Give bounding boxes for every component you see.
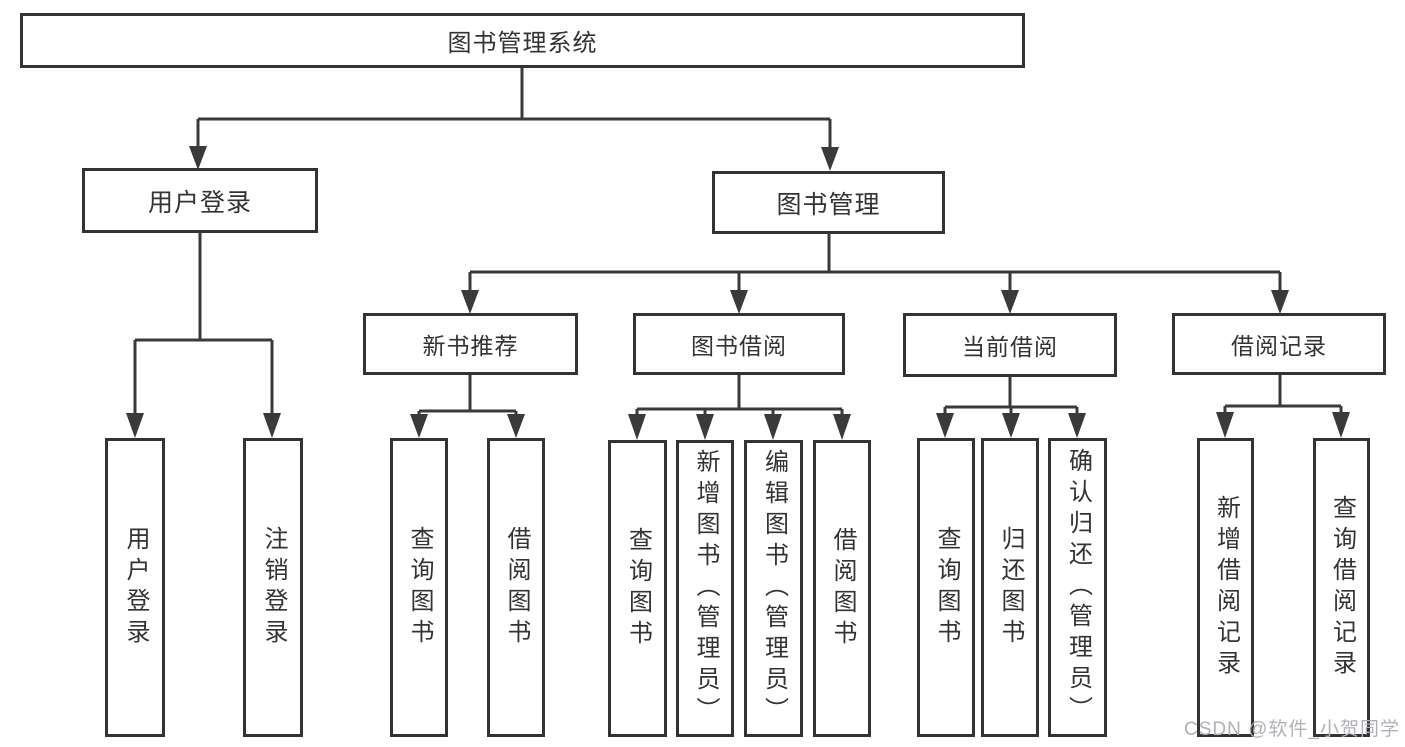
leaf-label: 新增图书（管理员）	[692, 449, 719, 728]
node-label: 新书推荐	[422, 333, 519, 359]
leaf-label: 查询图书	[406, 525, 433, 650]
leaf-label: 编辑图书（管理员）	[760, 449, 788, 728]
node-borrow-records: 借阅记录	[1172, 313, 1386, 375]
leaf-query-books-recommend: 查询图书	[390, 438, 448, 737]
leaf-label: 新增借阅记录	[1212, 494, 1240, 681]
leaf-borrow-books-recommend: 借阅图书	[487, 438, 545, 737]
node-current-borrow: 当前借阅	[903, 313, 1117, 377]
leaf-label: 查询图书	[624, 526, 652, 651]
node-book-management-branch: 图书管理	[712, 171, 945, 234]
node-label: 图书管理	[776, 190, 881, 219]
node-new-book-recommend: 新书推荐	[363, 313, 578, 375]
leaf-add-book-admin: 新增图书（管理员）	[676, 440, 734, 737]
csdn-watermark: CSDN @软件_小贺同学	[1184, 719, 1400, 740]
node-label: 当前借阅	[962, 334, 1058, 360]
leaf-query-books-borrow: 查询图书	[608, 440, 667, 737]
node-label: 用户登录	[147, 188, 252, 217]
leaf-edit-book-admin: 编辑图书（管理员）	[744, 440, 803, 737]
leaf-label: 查询借阅记录	[1328, 494, 1356, 681]
leaf-user-login: 用户登录	[105, 438, 165, 737]
leaf-label: 归还图书	[997, 525, 1024, 650]
node-label: 借阅记录	[1231, 333, 1327, 359]
leaf-query-borrow-record: 查询借阅记录	[1313, 438, 1370, 737]
leaf-confirm-return-admin: 确认归还（管理员）	[1048, 438, 1107, 737]
node-root-label: 图书管理系统	[447, 30, 598, 57]
leaf-label: 借阅图书	[503, 525, 530, 650]
leaf-borrow-books-2: 借阅图书	[813, 440, 871, 737]
leaf-label: 查询图书	[933, 525, 960, 650]
leaf-label: 确认归还（管理员）	[1064, 448, 1092, 727]
leaf-query-books-current: 查询图书	[917, 438, 975, 737]
node-root: 图书管理系统	[20, 13, 1025, 68]
leaf-label: 借阅图书	[829, 526, 856, 651]
leaf-logout: 注销登录	[243, 438, 303, 737]
leaf-label: 注销登录	[260, 525, 287, 650]
node-book-borrow: 图书借阅	[633, 313, 845, 375]
leaf-return-book: 归还图书	[981, 438, 1039, 737]
leaf-label: 用户登录	[122, 525, 149, 650]
leaf-add-borrow-record: 新增借阅记录	[1197, 438, 1254, 737]
node-label: 图书借阅	[691, 333, 787, 359]
node-user-login-branch: 用户登录	[82, 168, 318, 233]
